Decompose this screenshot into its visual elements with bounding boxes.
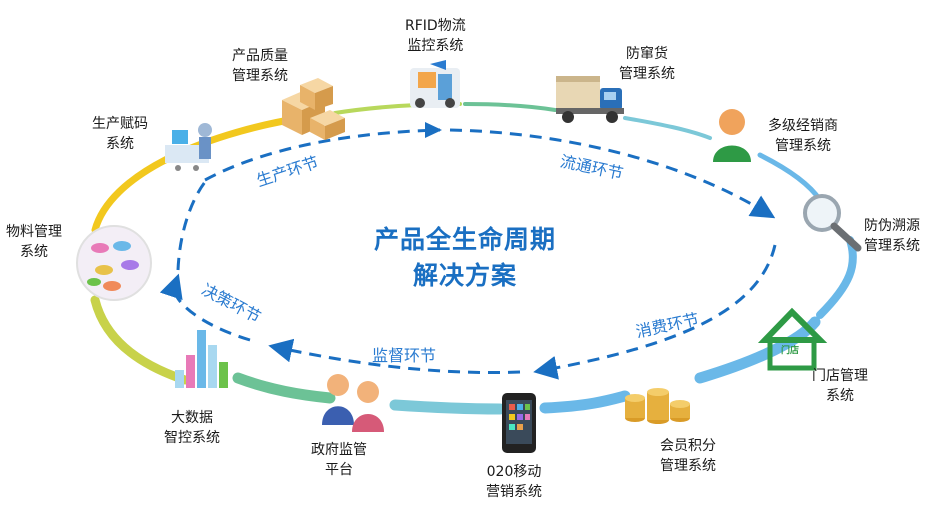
ring-segment-blue-bottom	[539, 390, 631, 414]
arrow-production	[425, 122, 442, 138]
coins-icon	[625, 388, 690, 424]
ring-segment-top-teal	[463, 102, 557, 112]
anti-fleeing-system-label: 防窜货管理系统	[619, 46, 675, 82]
store-badge: 门店	[781, 346, 800, 356]
center-title-line1: 产品全生命周期	[373, 225, 556, 254]
ring-segment-green	[232, 372, 336, 404]
government-platform-label: 政府监管平台	[311, 442, 367, 478]
coding-system-label: 生产赋码系统	[92, 116, 148, 152]
magnifier-icon	[803, 194, 862, 252]
rfid-forklift-icon	[410, 60, 460, 108]
quality-boxes-icon	[282, 78, 345, 140]
bigdata-bars-icon	[175, 330, 228, 388]
store-house-icon	[757, 307, 828, 371]
anti-fake-system-label: 防伪溯源管理系统	[864, 218, 920, 254]
ring-segment-top-right	[623, 116, 712, 140]
member-system-label: 会员积分管理系统	[660, 438, 716, 474]
quality-system-label: 产品质量管理系统	[232, 48, 288, 84]
distributor-system-label: 多级经销商管理系统	[768, 118, 838, 154]
government-people-icon	[322, 374, 384, 432]
truck-icon	[556, 76, 624, 123]
ring-segment-blue-far-right	[816, 236, 857, 319]
outer-ring	[90, 102, 857, 415]
inner-dashed-loop	[159, 128, 777, 380]
o2o-system-label: 020移动营销系统	[486, 464, 542, 500]
ring-segment-yellow-green	[90, 295, 190, 385]
materials-pills-icon	[76, 225, 152, 301]
stage-supervision-label: 监督环节	[372, 346, 437, 365]
store-system-label: 门店管理系统	[812, 368, 868, 404]
coding-workers-icon	[165, 123, 212, 171]
bigdata-system-label: 大数据智控系统	[164, 410, 220, 446]
material-system-label: 物料管理系统	[6, 224, 62, 260]
smartphone-icon	[502, 393, 536, 453]
center-title: 产品全生命周期 解决方案	[340, 222, 590, 294]
distributor-person-icon	[713, 109, 751, 162]
ring-segment-teal	[389, 399, 506, 415]
rfid-system-label: RFID物流监控系统	[405, 18, 466, 54]
center-title-line2: 解决方案	[412, 261, 517, 290]
ring-segment-right-upper	[757, 152, 823, 203]
